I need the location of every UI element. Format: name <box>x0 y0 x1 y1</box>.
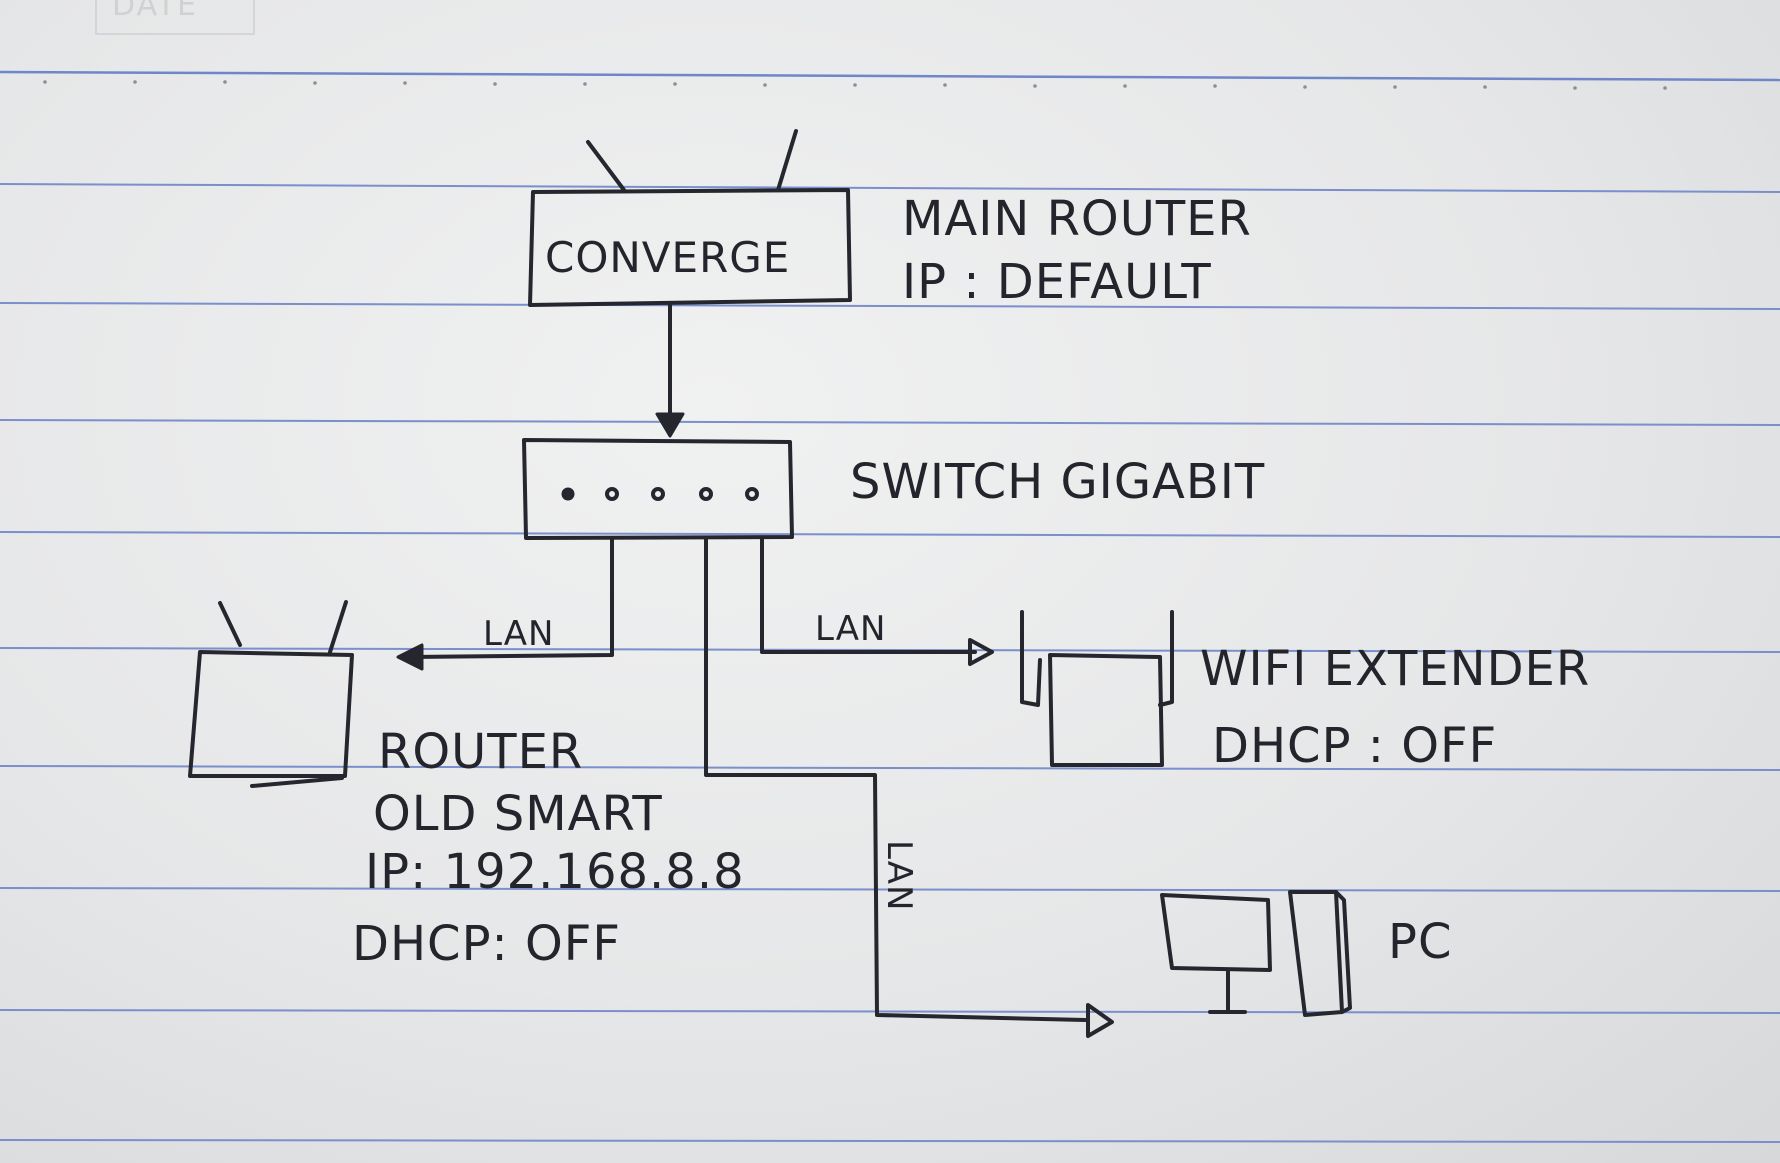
main-router-title: MAIN ROUTER <box>902 191 1252 247</box>
extender-box <box>1048 653 1164 767</box>
link-to-pc-label: LAN <box>879 840 919 911</box>
pc-title: PC <box>1388 914 1452 970</box>
pc-tower-side <box>1334 890 1352 1014</box>
old-router-antenna-left <box>218 601 242 647</box>
switch-port-2 <box>605 487 619 501</box>
link-to-pc <box>704 536 1087 1022</box>
main-router-box <box>528 188 852 307</box>
main-router-ip: IP : DEFAULT <box>902 254 1212 310</box>
link-to-router-label: LAN <box>483 614 554 654</box>
wifi-extender-node <box>1020 610 1174 767</box>
old-router-box <box>188 650 354 778</box>
extender-bracket-right <box>1158 610 1174 707</box>
switch-port-5 <box>745 487 759 501</box>
main-router-node: CONVERGE <box>528 129 852 307</box>
uplink-arrowhead <box>655 412 685 438</box>
main-router-box-label: CONVERGE <box>545 233 790 282</box>
link-to-extender-arrowhead <box>968 638 994 666</box>
date-box <box>95 0 255 35</box>
switch-box <box>522 438 794 540</box>
link-to-extender-label: LAN <box>815 609 886 649</box>
switch-ports <box>561 487 759 501</box>
main-router-antenna-left <box>586 140 626 192</box>
date-label: DATE <box>112 0 199 23</box>
pc-tower <box>1288 890 1344 1017</box>
extender-dhcp: DHCP : OFF <box>1212 718 1497 774</box>
old-router-node <box>188 600 354 788</box>
link-to-router-arrowhead <box>396 643 424 671</box>
pc-node <box>1160 890 1352 1017</box>
old-router-ip: IP: 192.168.8.8 <box>365 844 745 900</box>
old-router-antenna-right <box>328 600 348 654</box>
old-router-model: OLD SMART <box>373 786 663 842</box>
extender-bracket-left <box>1020 610 1042 707</box>
switch-port-4 <box>699 487 713 501</box>
extender-title: WIFI EXTENDER <box>1200 641 1590 697</box>
old-router-title: ROUTER <box>378 724 583 780</box>
link-to-router <box>408 536 614 659</box>
link-to-extender <box>760 536 977 654</box>
switch-port-3 <box>651 487 665 501</box>
old-router-box-shadow <box>250 776 344 788</box>
switch-port-1 <box>561 487 575 501</box>
pc-monitor <box>1160 893 1272 972</box>
link-to-pc-arrowhead <box>1086 1003 1114 1038</box>
main-router-antenna-right <box>776 129 798 192</box>
switch-title: SWITCH GIGABIT <box>850 454 1265 510</box>
old-router-dhcp: DHCP: OFF <box>352 916 621 972</box>
switch-node <box>522 438 794 540</box>
